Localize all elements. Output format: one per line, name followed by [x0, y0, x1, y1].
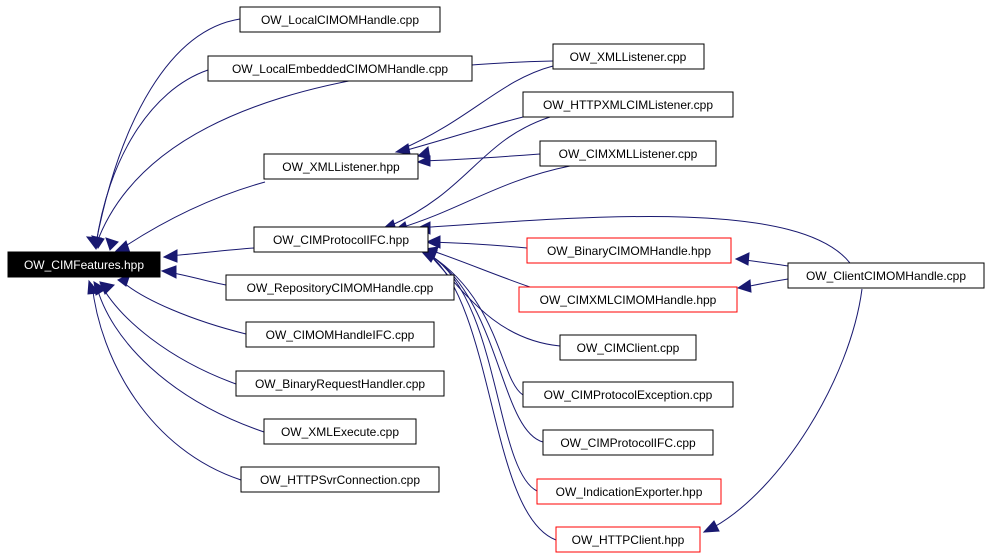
edge-httpxmlcim-to-xmllistener_hpp — [399, 116, 524, 153]
node-label: OW_ClientCIMOMHandle.cpp — [806, 269, 966, 283]
node-label: OW_LocalEmbeddedCIMOMHandle.cpp — [232, 62, 448, 76]
node-binaryrequest[interactable]: OW_BinaryRequestHandler.cpp — [235, 370, 445, 397]
arrowhead — [91, 235, 105, 249]
arrowhead — [160, 265, 177, 279]
node-label: OW_CIMFeatures.hpp — [24, 258, 144, 272]
arrowhead — [416, 155, 431, 167]
arrowhead — [425, 235, 441, 249]
arrowhead — [105, 237, 119, 251]
node-localembedded[interactable]: OW_LocalEmbeddedCIMOMHandle.cpp — [207, 55, 473, 82]
edge-xmllistener_cpp-to-xmllistener_hpp — [399, 65, 554, 151]
node-label: OW_LocalCIMOMHandle.cpp — [261, 13, 419, 27]
arrowhead — [416, 146, 431, 160]
edge-repository-to-root — [167, 271, 227, 286]
edges-layer — [91, 18, 863, 541]
arrowhead — [702, 520, 720, 533]
edge-localcimom-to-root — [95, 18, 241, 244]
node-cimprotocolifc_hpp[interactable]: OW_CIMProtocolIFC.hpp — [253, 226, 429, 253]
node-label: OW_XMLExecute.cpp — [281, 425, 399, 439]
node-label: OW_HTTPSvrConnection.cpp — [260, 473, 420, 487]
edge-cimomhandleifc-to-root — [123, 282, 247, 335]
node-label: OW_BinaryRequestHandler.cpp — [255, 377, 425, 391]
edge-xmlexecute-to-root — [95, 283, 265, 433]
node-cimclient[interactable]: OW_CIMClient.cpp — [559, 334, 697, 361]
edge-xmllistener_hpp-to-root — [123, 181, 266, 248]
edge-binaryrequest-to-root — [99, 282, 237, 385]
node-xmllistener_cpp[interactable]: OW_XMLListener.cpp — [552, 43, 705, 70]
node-cimprotexc[interactable]: OW_CIMProtocolException.cpp — [522, 381, 734, 408]
node-clientcimom[interactable]: OW_ClientCIMOMHandle.cpp — [787, 262, 985, 289]
edge-clientcimom-to-cimprotocolifc_hpp — [417, 216, 851, 264]
edge-clientcimom-to-httpclient — [713, 288, 863, 528]
edge-xmllistener_cpp-to-root — [95, 60, 554, 246]
arrowhead — [734, 252, 750, 266]
node-repository[interactable]: OW_RepositoryCIMOMHandle.cpp — [225, 274, 455, 301]
node-cimomhandleifc[interactable]: OW_CIMOMHandleIFC.cpp — [245, 321, 435, 348]
node-label: OW_CIMXMLCIMOMHandle.hpp — [540, 293, 717, 307]
edge-clientcimom-to-cimxmlcimom — [749, 278, 789, 287]
edge-cimprotexc-to-cimprotocolifc_hpp — [429, 254, 524, 396]
node-label: OW_XMLListener.cpp — [570, 50, 687, 64]
node-label: OW_CIMClient.cpp — [577, 341, 680, 355]
node-label: OW_IndicationExporter.hpp — [556, 485, 703, 499]
arrowhead — [422, 250, 438, 263]
edge-cimxmllistener-to-xmllistener_hpp — [419, 153, 541, 162]
edge-cimxmlcimom-to-cimprotocolifc_hpp — [429, 249, 531, 288]
node-label: OW_HTTPXMLCIMListener.cpp — [543, 98, 713, 112]
node-label: OW_CIMXMLListener.cpp — [559, 147, 698, 161]
node-label: OW_CIMOMHandleIFC.cpp — [266, 328, 415, 342]
edge-cimxmllistener-to-cimprotocolifc_hpp — [399, 165, 571, 229]
node-label: OW_HTTPClient.hpp — [572, 533, 685, 547]
arrowhead — [394, 143, 411, 155]
node-httpssvr[interactable]: OW_HTTPSvrConnection.cpp — [240, 466, 440, 493]
node-label: OW_CIMProtocolIFC.cpp — [560, 436, 696, 450]
node-httpclient[interactable]: OW_HTTPClient.hpp — [555, 526, 701, 553]
arrowheads-layer — [85, 143, 752, 533]
edge-httpssvr-to-root — [91, 283, 242, 481]
arrowhead — [114, 240, 131, 254]
nodes-layer: OW_CIMFeatures.hpp OW_LocalCIMOMHandle.c… — [7, 6, 985, 553]
node-root[interactable]: OW_CIMFeatures.hpp — [7, 251, 161, 278]
edge-binarycimom-to-cimprotocolifc_hpp — [429, 241, 528, 249]
node-localcimom[interactable]: OW_LocalCIMOMHandle.cpp — [239, 6, 441, 33]
node-cimprotocolifc_cpp[interactable]: OW_CIMProtocolIFC.cpp — [542, 429, 714, 456]
node-cimxmllistener[interactable]: OW_CIMXMLListener.cpp — [539, 140, 717, 167]
node-httpxmlcim[interactable]: OW_HTTPXMLCIMListener.cpp — [522, 91, 734, 118]
arrowhead — [162, 249, 178, 263]
node-indication[interactable]: OW_IndicationExporter.hpp — [536, 478, 722, 505]
node-xmllistener_hpp[interactable]: OW_XMLListener.hpp — [263, 153, 419, 180]
node-label: OW_XMLListener.hpp — [282, 160, 400, 174]
arrowhead — [87, 279, 100, 295]
edge-cimprotocolifc_hpp-to-root — [167, 247, 255, 257]
arrowhead — [736, 279, 752, 293]
node-label: OW_CIMProtocolException.cpp — [544, 388, 713, 402]
edge-httpxmlcim-to-cimprotocolifc_hpp — [389, 116, 551, 227]
node-label: OW_BinaryCIMOMHandle.hpp — [547, 244, 711, 258]
edge-clientcimom-to-binarycimom — [744, 259, 789, 267]
node-xmlexecute[interactable]: OW_XMLExecute.cpp — [263, 418, 417, 445]
node-label: OW_CIMProtocolIFC.hpp — [273, 233, 409, 247]
edge-localembedded-to-root — [95, 69, 209, 246]
node-label: OW_RepositoryCIMOMHandle.cpp — [247, 281, 434, 295]
node-binarycimom[interactable]: OW_BinaryCIMOMHandle.hpp — [526, 237, 732, 264]
node-cimxmlcimom[interactable]: OW_CIMXMLCIMOMHandle.hpp — [518, 286, 738, 313]
